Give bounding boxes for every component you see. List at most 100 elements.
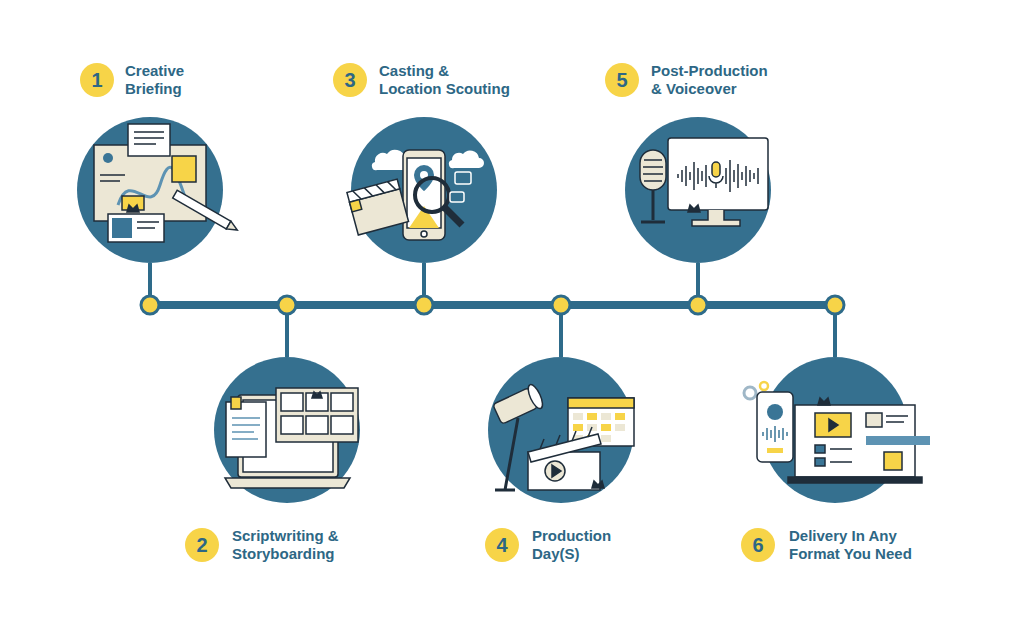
step-number: 6: [741, 528, 775, 562]
timeline-dot: [278, 296, 296, 314]
timeline-connector: [561, 263, 698, 357]
illustration-part: [281, 393, 303, 411]
step-title: Creative Briefing: [125, 62, 205, 98]
illustration-part: [331, 416, 353, 434]
illustration-part: [615, 413, 625, 420]
illustration-part: [886, 416, 908, 422]
illustration-part: [573, 413, 583, 420]
illustration-part: [866, 413, 882, 427]
illustration-part: [540, 427, 592, 449]
step-circle: 3Casting & Location Scouting: [351, 117, 497, 263]
timeline-dot: [826, 296, 844, 314]
illustration-part: [173, 190, 231, 229]
timeline-bar: [150, 301, 835, 309]
illustration-part: [760, 382, 768, 390]
illustration-part: [744, 387, 756, 399]
step-circle: 6Delivery In Any Format You Need: [762, 357, 908, 503]
illustration-part: [449, 150, 484, 168]
illustration-part: [281, 416, 303, 434]
illustration-part: [643, 160, 663, 181]
illustration-part: [568, 398, 634, 408]
illustration-part: [231, 397, 241, 409]
illustration-part: [173, 190, 240, 234]
illustration-part: [312, 392, 322, 398]
illustration-part: [128, 124, 170, 156]
illustration-part: [763, 426, 787, 442]
illustration-part: [795, 405, 915, 477]
illustration-part: [347, 179, 409, 235]
illustration-part: [573, 413, 625, 442]
illustration-part: [601, 424, 611, 431]
illustration-part: [587, 424, 597, 431]
illustration-part: [692, 210, 740, 226]
illustration-part: [545, 461, 565, 481]
illustration-part: [238, 395, 338, 477]
illustration-part: [829, 419, 838, 431]
illustration-part: [127, 205, 139, 212]
illustration-part: [450, 192, 464, 202]
illustration-part: [815, 458, 825, 466]
illustration-part: [350, 189, 409, 235]
illustration-part: [615, 424, 625, 431]
step-number: 1: [80, 63, 114, 97]
illustration-part: [568, 398, 634, 446]
illustration-part: [767, 404, 783, 420]
illustration-part: [525, 383, 545, 411]
illustration-part: [420, 171, 428, 179]
step-number: 3: [333, 63, 367, 97]
illustration-part: [587, 413, 597, 420]
illustration-part: [601, 413, 611, 420]
illustration-part: [573, 424, 583, 431]
step-number: 4: [485, 528, 519, 562]
step-title: Production Day(S): [532, 527, 632, 563]
production-illustration: [492, 383, 634, 490]
illustration-part: [103, 153, 113, 163]
illustration-part: [350, 200, 362, 212]
timeline-dots: [141, 296, 844, 314]
illustration-part: [226, 402, 266, 457]
illustration-part: [122, 196, 144, 210]
illustration-part: [226, 221, 239, 234]
timeline-connector: [698, 263, 835, 357]
illustration-part: [172, 156, 196, 182]
illustration-part: [815, 413, 851, 437]
illustration-part: [528, 452, 600, 490]
illustration-part: [403, 150, 445, 240]
illustration-part: [592, 481, 604, 488]
timeline-dot: [552, 296, 570, 314]
briefing-illustration: [94, 124, 240, 242]
script-illustration: [225, 388, 358, 488]
illustration-part: [225, 478, 350, 488]
timeline-dot: [415, 296, 433, 314]
delivery-illustration: [744, 382, 930, 483]
illustration-part: [640, 150, 666, 190]
step-number: 2: [185, 528, 219, 562]
illustration-part: [243, 400, 333, 472]
illustration-part: [306, 416, 328, 434]
illustration-part: [688, 205, 700, 212]
illustration-part: [372, 150, 411, 170]
step-circle: 5Post-Production & Voiceover: [625, 117, 771, 263]
illustration-part: [493, 387, 539, 424]
illustration-part: [112, 218, 132, 238]
illustration-part: [421, 231, 427, 237]
illustration-part: [788, 477, 922, 483]
illustration-part: [528, 434, 601, 462]
timeline-dot: [141, 296, 159, 314]
illustration-part: [232, 418, 260, 439]
illustration-part: [495, 418, 518, 490]
illustration-part: [884, 452, 902, 470]
illustration-part: [137, 222, 159, 228]
illustration-part: [306, 393, 328, 411]
step-title: Delivery In Any Format You Need: [789, 527, 924, 563]
illustration-part: [409, 206, 439, 228]
step-circle: 1Creative Briefing: [77, 117, 223, 263]
illustration-part: [601, 435, 611, 442]
illustration-part: [678, 160, 758, 192]
timeline-connector: [424, 263, 561, 357]
illustration-part: [815, 445, 825, 453]
step-circle: 2Scriptwriting & Storyboarding: [214, 357, 360, 503]
illustration-part: [331, 393, 353, 411]
illustration-part: [108, 214, 164, 242]
illustration-part: [118, 167, 186, 205]
